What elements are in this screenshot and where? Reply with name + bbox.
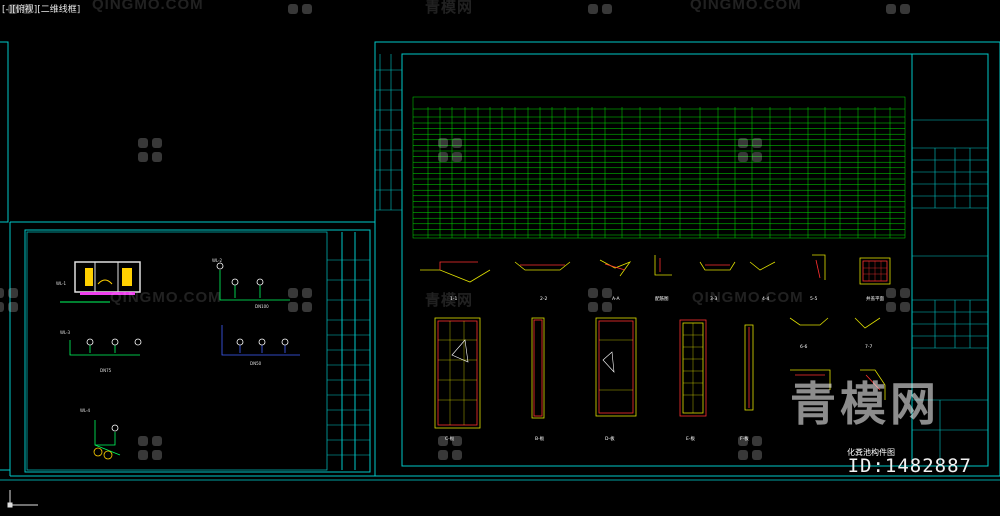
- label-b-plate: B-板: [535, 435, 545, 442]
- left-sheet-title-block: [327, 259, 370, 456]
- dim-text-1: DN100: [255, 304, 269, 309]
- label-6-6: 6-6: [800, 344, 807, 350]
- label-3-3: 3-3: [710, 296, 717, 302]
- watermark-cn-2: 青模网: [425, 292, 474, 309]
- dim-text-3: DN50: [250, 361, 262, 366]
- label-5-5: 5-5: [810, 296, 817, 302]
- label-1-1: 1-1: [450, 296, 457, 302]
- left-sheet-frame: [24, 229, 371, 473]
- viewport-controls-label[interactable]: [-][俯视][二维线框]: [2, 5, 81, 15]
- left-pipe-tags: WL-1 WL-2 WL-3 WL-4 DN100 DN75 DN50: [56, 258, 269, 413]
- watermark-latin-4: QINGMO.COM: [692, 289, 804, 306]
- watermark-big-cn: 青模网: [790, 377, 940, 431]
- component-details: [420, 254, 891, 429]
- pipe-tag-2: WL-2: [212, 258, 223, 263]
- pipe-tag-4: WL-4: [80, 408, 91, 413]
- watermark-cn-1: 青模网: [425, 0, 474, 16]
- label-cover: 井盖平面: [866, 295, 884, 302]
- label-d-plate: D-板: [605, 435, 615, 442]
- watermark-latin-3: QINGMO.COM: [110, 289, 222, 306]
- left-building-plan: [60, 261, 141, 303]
- label-e-plate: E-板: [686, 435, 695, 442]
- label-2-2: 2-2: [540, 296, 547, 302]
- rebar-schedule-table: [412, 96, 906, 239]
- right-sheet-binding-strip: [375, 54, 402, 211]
- label-a-a: A-A: [612, 296, 621, 302]
- label-7-7: 7-7: [865, 344, 872, 350]
- label-rebar: 配筋图: [655, 295, 669, 302]
- pipe-tag-3: WL-3: [60, 330, 71, 335]
- ucs-icon: [7, 490, 38, 508]
- label-f-plate: F-板: [740, 435, 749, 442]
- right-sheet-frame: [374, 41, 1000, 477]
- model-bottom-boundary: [0, 221, 1000, 481]
- dim-text-2: DN75: [100, 368, 112, 373]
- right-sheet-title: 化粪池构件图: [847, 447, 895, 457]
- left-pipe-isometrics: [69, 262, 300, 460]
- label-c-plate: C-板: [445, 435, 455, 442]
- watermark-latin-1: QINGMO.COM: [92, 0, 204, 13]
- left-top-sheet-frame: [0, 41, 9, 223]
- right-sheet-title-block: [912, 119, 988, 466]
- label-4-4: 4-4: [762, 296, 769, 302]
- watermark-latin-2: QINGMO.COM: [690, 0, 802, 13]
- detail-labels: 1-1 2-2 A-A 配筋图 3-3 4-4 5-5 6-6 7-7 井盖平面…: [445, 295, 895, 457]
- pipe-tag-1: WL-1: [56, 281, 67, 286]
- asset-id-text: ID:1482887: [847, 455, 972, 477]
